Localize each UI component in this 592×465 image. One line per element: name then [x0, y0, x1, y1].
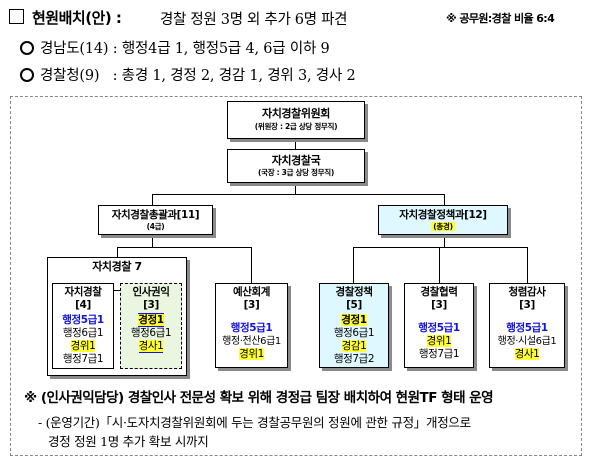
team-coop-box: 경찰협력 [3] 행정5급1 경위1 행정7급1 [404, 283, 474, 368]
general-division-box: 자치경찰총괄과[11] (4급) [98, 205, 213, 235]
org-chart-frame [10, 96, 582, 456]
policy-division-title: 자치경찰정책과[12] [399, 209, 487, 221]
connector-line [114, 290, 120, 291]
team-policy-line4: 행정7급2 [333, 353, 375, 365]
team-audit-line1: 행정5급1 [506, 322, 548, 334]
team-budget-title: 예산회계 [232, 286, 271, 298]
connector-line [152, 194, 445, 195]
team-rights-line1-wrap: 경정1 [121, 313, 181, 327]
team-policy-title: 경찰정책 [335, 286, 373, 298]
team-policy-line1-wrap: 경정1 [320, 314, 388, 327]
team-budget-count: [3] [243, 299, 260, 311]
team-policy-count: [5] [346, 299, 362, 311]
team-police-line4: 행정7급1 [62, 353, 104, 365]
footer-main-note: ※ (인사권익담당) 경찰인사 전문성 확보 위해 경정급 팀장 배치하여 현원… [24, 390, 494, 406]
team-coop-line3: 행정7급1 [418, 348, 460, 360]
team-budget-line1: 행정5급1 [230, 322, 273, 334]
team-police-line1: 행정5급1 [62, 314, 104, 326]
connector-line [295, 139, 296, 149]
connector-line [295, 183, 296, 194]
bullet-police-agency: 경찰청(9) : 총경 1, 경정 2, 경감 1, 경위 3, 경사 2 [40, 68, 356, 84]
team-coop-line2: 경위1 [426, 335, 452, 347]
team-police-line3: 경위1 [70, 340, 96, 352]
team-rights-line3: 경사1 [138, 340, 164, 353]
connector-line [117, 247, 118, 257]
team-coop-count: [3] [431, 299, 447, 311]
connector-line [117, 247, 252, 248]
footer-sub-note-2: 경정 정원 1명 추가 확보 시까지 [48, 434, 209, 449]
connector-line [444, 194, 445, 205]
team-police-line2: 행정6급1 [62, 327, 104, 339]
connector-line [152, 235, 153, 247]
page-description: 경찰 정원 3명 외 추가 6명 파견 [160, 12, 348, 28]
general-division-title: 자치경찰총괄과[11] [111, 209, 200, 221]
team-budget-line2: 행정·전산6급1 [222, 336, 281, 347]
bureau-subtitle: (국장 : 3급 상당 정무직) [258, 168, 334, 177]
team-policy-line1: 경정1 [341, 314, 367, 326]
team-budget-box: 예산회계 [3] 행정5급1 행정·전산6급1 경위1 [215, 283, 288, 368]
connector-line [353, 247, 528, 248]
team-audit-box: 청렴감사 [3] 행정5급1 행정·시설6급1 경사1 [489, 283, 565, 368]
team-rights-line3-wrap: 경사1 [121, 340, 181, 353]
team-audit-title: 청렴감사 [508, 286, 546, 298]
page-title: 현원배치(안) : [32, 9, 122, 27]
connector-line [444, 235, 445, 247]
bullet-gyeongnam: 경남도(14) : 행정4급 1, 행정5급 4, 6급 이하 9 [40, 41, 330, 57]
policy-division-subtitle: (총경) [431, 222, 455, 231]
connector-line [527, 247, 528, 283]
team-rights-box: 인사권익 [3] 경정1 행정6급1 경사1 [120, 283, 182, 369]
team-audit-count: [3] [519, 299, 535, 311]
team-budget-line3: 경위1 [239, 348, 264, 360]
police-team-group-title: 자치경찰 7 [92, 260, 142, 273]
team-policy-line2: 행정6급1 [333, 327, 375, 339]
connector-line [353, 247, 354, 283]
committee-title: 자치경찰위원회 [261, 107, 331, 120]
connector-line [251, 247, 252, 283]
team-police-title: 자치경찰 [64, 286, 102, 298]
team-rights-line1: 경정1 [138, 313, 164, 327]
team-audit-line3-wrap: 경사1 [490, 348, 564, 361]
team-policy-box: 경찰정책 [5] 경정1 행정6급1 경감1 행정7급2 [319, 283, 389, 368]
circle-bullet-icon [20, 68, 34, 82]
committee-box: 자치경찰위원회 (위원장 : 2급 상당 정무직) [227, 101, 365, 139]
connector-line [152, 194, 153, 205]
bureau-title: 자치경찰국 [271, 154, 321, 167]
team-budget-line3-wrap: 경위1 [216, 348, 287, 361]
policy-division-subtitle-wrap: (총경) [379, 222, 507, 232]
footer-sub-note-1: - (운영기간)「시·도자치경찰위원회에 두는 경찰공무원의 정원에 관한 규정… [38, 415, 471, 430]
bureau-box: 자치경찰국 (국장 : 3급 상당 정무직) [227, 149, 365, 183]
team-coop-line2-wrap: 경위1 [405, 335, 473, 348]
team-rights-line2: 행정6급1 [130, 327, 172, 339]
general-division-subtitle: (4급) [146, 222, 165, 231]
policy-division-box: 자치경찰정책과[12] (총경) [378, 205, 508, 235]
committee-subtitle: (위원장 : 2급 상당 정무직) [254, 122, 338, 131]
team-police-line3-wrap: 경위1 [53, 340, 113, 353]
team-policy-line3: 경감1 [341, 340, 367, 352]
team-coop-title: 경찰협력 [420, 286, 458, 298]
team-police-count: [4] [75, 299, 91, 311]
team-rights-count: [3] [143, 299, 159, 311]
circle-bullet-icon [20, 41, 34, 55]
team-police-box: 자치경찰 [4] 행정5급1 행정6급1 경위1 행정7급1 [52, 283, 114, 369]
team-audit-line2: 행정·시설6급1 [497, 336, 557, 347]
team-rights-title: 인사권익 [132, 286, 170, 298]
connector-line [439, 247, 440, 283]
team-audit-line3: 경사1 [514, 348, 540, 360]
ratio-note: ※ 공무원:경찰 비율 6:4 [446, 12, 555, 25]
team-coop-line1: 행정5급1 [418, 322, 460, 334]
team-policy-line3-wrap: 경감1 [320, 340, 388, 353]
checkbox-square-icon [9, 9, 24, 24]
